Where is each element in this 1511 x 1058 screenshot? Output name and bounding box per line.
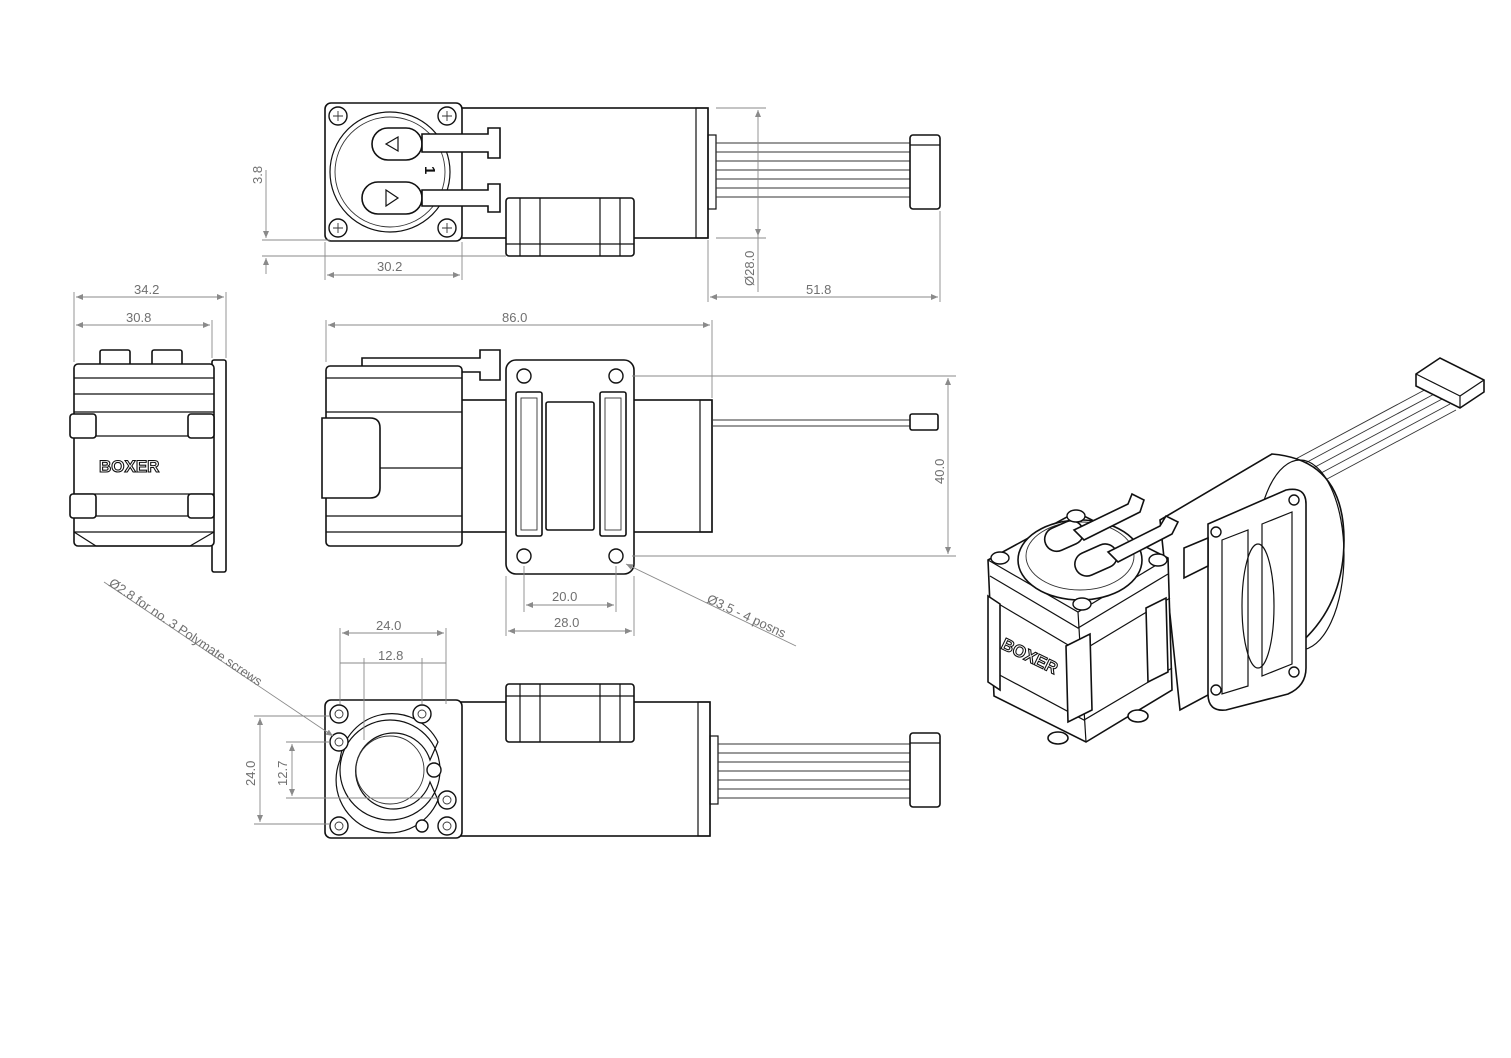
end-view: BOXER 34.2 30.8: [69, 282, 227, 573]
top-head-screws: [328, 106, 457, 238]
dim-end-width-inner: 30.8: [126, 310, 151, 325]
end-view-dimensions: 34.2 30.8: [73, 282, 227, 362]
top-ribbon-cable: [716, 142, 910, 198]
brand-label-end: BOXER: [99, 457, 159, 476]
top-bracket: [505, 197, 635, 257]
dim-bottom-height-outer: 24.0: [243, 761, 258, 786]
inlet-port: [371, 127, 423, 161]
dim-bottom-height-inner: 12.7: [275, 761, 290, 786]
top-barb-1: [421, 127, 501, 159]
bottom-screw-holes: [329, 704, 457, 836]
dim-top-head-width: 30.2: [377, 259, 402, 274]
dim-end-width-outer: 34.2: [134, 282, 159, 297]
bottom-view: 24.0 12.8 24.0 12.7 Ø2.8 for no. 3 Polym…: [103, 575, 941, 839]
top-barb-2: [421, 183, 501, 213]
front-view: 86.0 40.0 20.0 28.0 Ø3.5 - 4 posns: [321, 310, 956, 647]
dim-bracket-hole-spacing: 20.0: [552, 589, 577, 604]
outlet-port: [361, 181, 423, 215]
dim-bracket-height: 40.0: [932, 459, 947, 484]
front-clip: [321, 417, 381, 499]
bottom-ribbon-cable: [718, 743, 910, 799]
iso-head-screws: [990, 509, 1168, 611]
top-view: 1 3.8 30.2 Ø28.0 51.8: [250, 102, 941, 302]
dim-top-motor-dia: Ø28.0: [742, 251, 757, 286]
dim-bottom-span-inner: 12.8: [378, 648, 403, 663]
iso-barb-2: [1106, 514, 1180, 563]
dim-overall-length: 86.0: [502, 310, 527, 325]
iso-ribbon-cable: [1289, 385, 1457, 487]
dim-top-port-offset: 3.8: [250, 166, 265, 184]
top-connector: [909, 134, 941, 210]
dim-bottom-span-outer: 24.0: [376, 618, 401, 633]
dim-top-connector-length: 51.8: [806, 282, 831, 297]
front-connector: [909, 413, 939, 431]
bottom-connector: [909, 732, 941, 808]
isometric-view: BOXER: [987, 357, 1485, 745]
port-marking: 1: [421, 166, 438, 174]
top-view-dimensions: 3.8 30.2 Ø28.0 51.8: [250, 107, 941, 302]
dim-screw-note: Ø2.8 for no. 3 Polymate screws: [106, 575, 265, 689]
dim-bracket-holes-note: Ø3.5 - 4 posns: [705, 591, 789, 641]
iso-barb-1: [1072, 492, 1145, 541]
dim-bracket-width: 28.0: [554, 615, 579, 630]
iso-connector: [1415, 357, 1485, 409]
iso-bracket: [1207, 488, 1307, 711]
bottom-bracket: [505, 683, 635, 743]
